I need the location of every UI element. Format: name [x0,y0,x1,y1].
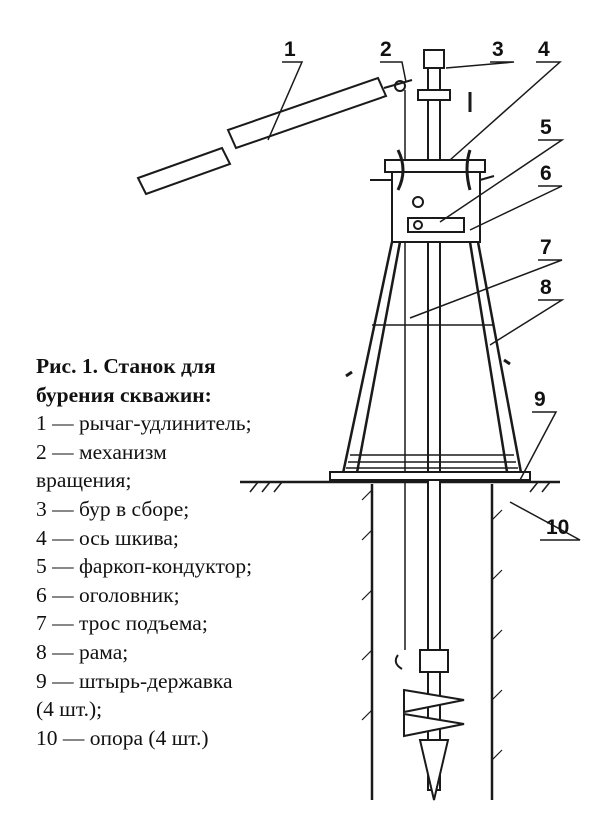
callout-labels: 1 2 3 4 5 6 7 8 9 10 [284,38,569,539]
head [370,92,495,243]
legend-item: 1 — рычаг-удлинитель; [36,411,252,436]
callout-10: 10 [546,516,569,539]
ground [240,480,560,800]
legend-item: 3 — бур в сборе; [36,496,190,521]
legend-item: 6 — оголовник; [36,582,180,607]
callout-6: 6 [540,162,552,185]
caption-title-line2: бурения скважин: [36,382,212,407]
callout-5: 5 [540,116,552,139]
extension-lever [136,76,413,196]
callout-7: 7 [540,236,552,259]
callout-8: 8 [540,276,552,299]
figure-caption: Рис. 1. Станок для бурения скважин: 1 — … [36,352,252,752]
frame [329,241,531,481]
legend-item: 5 — фаркоп-кондуктор; [36,554,253,579]
callout-4: 4 [538,38,550,61]
callout-leaders [267,61,581,541]
legend-item: 4 — ось шкива; [36,525,179,550]
callout-3: 3 [492,38,504,61]
legend-item: (4 шт.); [36,697,103,722]
callout-2: 2 [380,38,392,61]
callout-9: 9 [534,388,546,411]
legend-item: 2 — механизм [36,439,167,464]
legend-item: вращения; [36,468,132,493]
legend-item: 9 — штырь-державка [36,668,233,693]
legend-item: 10 — опора (4 шт.) [36,725,209,750]
legend-item: 8 — рама; [36,639,129,664]
legend-item: 7 — трос подъема; [36,611,208,636]
callout-1: 1 [284,38,296,61]
caption-title-line1: Рис. 1. Станок для [36,354,216,378]
